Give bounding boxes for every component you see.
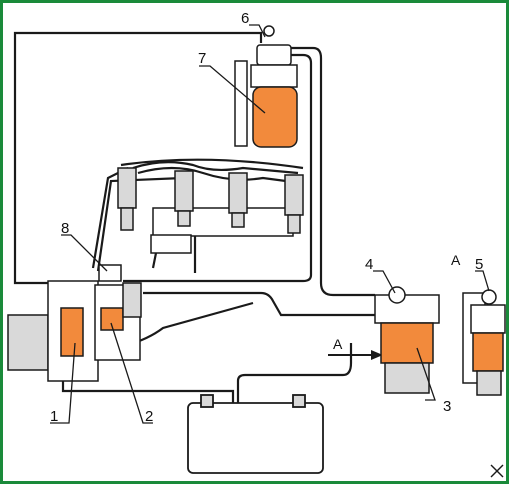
view-A-drain xyxy=(476,370,502,396)
pressure-sensor xyxy=(150,234,192,254)
line-filter6-to-pump xyxy=(123,53,313,283)
hp-pump-assembly xyxy=(7,264,142,382)
pump-element-1 xyxy=(60,307,84,357)
leader-7 xyxy=(199,65,266,114)
view-A-valve-5 xyxy=(481,289,497,305)
filter-bowl-3 xyxy=(380,322,434,364)
label-6: 6 xyxy=(241,10,249,27)
injector-4 xyxy=(284,174,304,216)
label-1: 1 xyxy=(50,408,58,425)
tank-fitting-left xyxy=(200,394,214,408)
label-3: 3 xyxy=(443,398,451,415)
leader-5 xyxy=(475,270,490,292)
leader-4 xyxy=(373,270,396,294)
leakoff-line xyxy=(120,158,304,170)
coarse-filter-3 xyxy=(374,286,440,394)
injector-4-tip xyxy=(287,214,301,234)
leader-8 xyxy=(61,234,108,272)
leader-6 xyxy=(249,24,266,38)
fuel-rail xyxy=(152,207,294,237)
label-8: 8 xyxy=(61,220,69,237)
hp-line-3 xyxy=(132,161,299,175)
hp-line-2 xyxy=(96,176,184,272)
direction-arrow-A xyxy=(328,350,383,360)
injector-2 xyxy=(174,170,194,212)
line-to-tank xyxy=(61,378,235,408)
leader-3 xyxy=(416,347,436,401)
injector-1-tip xyxy=(120,207,134,231)
label-5: 5 xyxy=(475,256,483,273)
injector-3 xyxy=(228,172,248,214)
leader-lines xyxy=(50,24,490,424)
injectors xyxy=(117,167,304,234)
bleed-screw-6 xyxy=(263,25,275,37)
filter-element-7 xyxy=(252,86,298,148)
pump-fitting-8 xyxy=(98,264,122,282)
injector-3-tip xyxy=(231,212,245,228)
tank-fitting-right xyxy=(292,394,306,408)
leader-1 xyxy=(50,342,76,424)
fuel-tank xyxy=(187,394,324,474)
leader-2 xyxy=(110,322,153,424)
line-tank-to-filter4 xyxy=(236,343,353,408)
hp-line-4 xyxy=(137,166,302,185)
fine-filter-7 xyxy=(234,25,298,148)
label-2: 2 xyxy=(145,408,153,425)
filter-head-6 xyxy=(256,44,292,66)
injector-2-tip xyxy=(177,210,191,227)
corner-logo xyxy=(490,464,504,478)
return-line-left xyxy=(13,31,263,285)
injector-rail-assembly xyxy=(117,167,304,254)
fuel-lines xyxy=(13,31,375,408)
filter-cap xyxy=(250,64,298,88)
fuel-system-diagram: 1 2 3 4 5 6 7 8 A A xyxy=(7,10,506,478)
label-view-A: A xyxy=(451,252,461,268)
filter-bracket xyxy=(234,60,248,147)
view-A-bowl xyxy=(472,332,504,372)
tank-body xyxy=(187,402,324,474)
hand-pump-4 xyxy=(388,286,406,304)
view-A-head xyxy=(470,304,506,334)
label-4: 4 xyxy=(365,256,373,273)
label-7: 7 xyxy=(198,50,206,67)
pump-outlet xyxy=(122,282,142,318)
view-A-filter-5 xyxy=(462,289,506,396)
label-arrow-A: A xyxy=(333,336,343,352)
injector-1 xyxy=(117,167,137,209)
line-pump-to-filter4 xyxy=(143,291,375,317)
filter-head-4 xyxy=(374,294,440,324)
line-filter6-to-filter4 xyxy=(275,46,375,297)
pump-drive xyxy=(7,314,49,371)
pump-valve-2 xyxy=(100,307,124,331)
water-separator xyxy=(384,362,430,394)
